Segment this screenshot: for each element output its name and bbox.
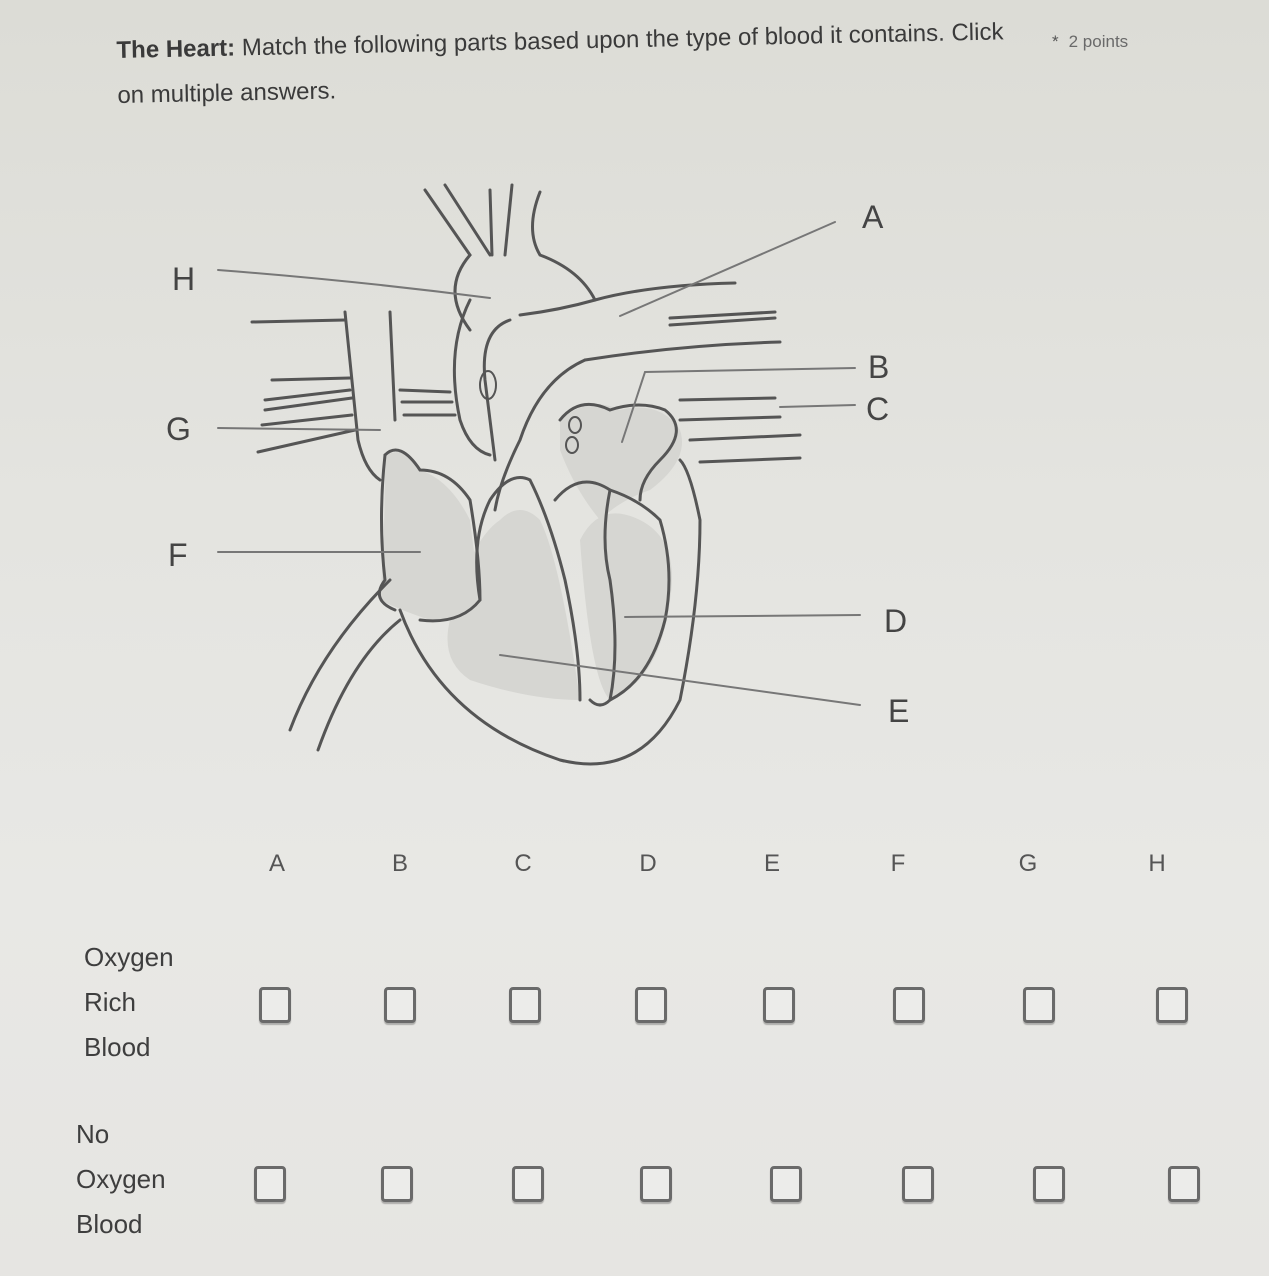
checkbox-no-oxygen-c[interactable]	[512, 1166, 544, 1202]
column-header-e: E	[763, 850, 780, 877]
checkbox-oxygen-rich-g[interactable]	[1023, 987, 1055, 1023]
column-header-h: H	[1148, 850, 1166, 877]
checkbox-oxygen-rich-e[interactable]	[763, 987, 795, 1023]
row-label-no-oxygen: No Oxygen Blood	[76, 1112, 166, 1247]
column-header-a: A	[268, 850, 285, 877]
points-value: 2 points	[1068, 32, 1129, 51]
checkbox-no-oxygen-a[interactable]	[254, 1166, 286, 1202]
checkbox-oxygen-rich-b[interactable]	[384, 987, 416, 1023]
checkbox-oxygen-rich-d[interactable]	[635, 987, 667, 1023]
column-header-c: C	[514, 850, 532, 877]
checkbox-oxygen-rich-h[interactable]	[1156, 987, 1188, 1023]
row-label-line: Blood	[76, 1209, 143, 1239]
checkbox-no-oxygen-b[interactable]	[381, 1166, 413, 1202]
checkbox-oxygen-rich-a[interactable]	[259, 987, 291, 1023]
checkbox-no-oxygen-h[interactable]	[1168, 1166, 1200, 1202]
diagram-label-c: C	[866, 391, 889, 427]
diagram-label-b: B	[868, 349, 889, 385]
row-label-line: No	[76, 1119, 110, 1149]
column-header-b: B	[391, 850, 408, 877]
diagram-label-e: E	[888, 693, 909, 729]
grid-row-no-oxygen: No Oxygen Blood	[0, 1112, 1269, 1252]
row-label-line: Blood	[84, 1032, 151, 1062]
grid-row-oxygen-rich: Oxygen Rich Blood	[0, 935, 1269, 1075]
checkbox-no-oxygen-d[interactable]	[640, 1166, 672, 1202]
diagram-label-d: D	[884, 603, 907, 639]
checkbox-oxygen-rich-f[interactable]	[893, 987, 925, 1023]
column-header-g: G	[1018, 850, 1038, 877]
checkbox-no-oxygen-g[interactable]	[1033, 1166, 1065, 1202]
points-badge: * 2 points	[1052, 32, 1128, 52]
row-label-line: Oxygen	[76, 1164, 166, 1194]
column-header-f: F	[890, 850, 906, 877]
column-header-d: D	[639, 850, 657, 877]
diagram-label-f: F	[168, 537, 188, 573]
row-label-oxygen-rich: Oxygen Rich Blood	[84, 935, 174, 1070]
row-label-line: Oxygen	[84, 942, 174, 972]
row-label-line: Rich	[84, 987, 137, 1017]
heart-diagram: A B C D E F G H	[166, 183, 909, 766]
diagram-label-a: A	[862, 199, 884, 235]
question-title-bold: The Heart:	[116, 34, 236, 64]
checkbox-oxygen-rich-c[interactable]	[509, 987, 541, 1023]
required-marker: *	[1052, 32, 1059, 51]
question-title-text: Match the following parts based upon the…	[117, 18, 1004, 109]
question-title: The Heart: Match the following parts bas…	[116, 9, 1018, 118]
diagram-label-h: H	[172, 261, 195, 297]
checkbox-no-oxygen-f[interactable]	[902, 1166, 934, 1202]
diagram-label-g: G	[166, 411, 191, 447]
checkbox-no-oxygen-e[interactable]	[770, 1166, 802, 1202]
grid-column-headers: A B C D E F G H	[0, 850, 1269, 890]
